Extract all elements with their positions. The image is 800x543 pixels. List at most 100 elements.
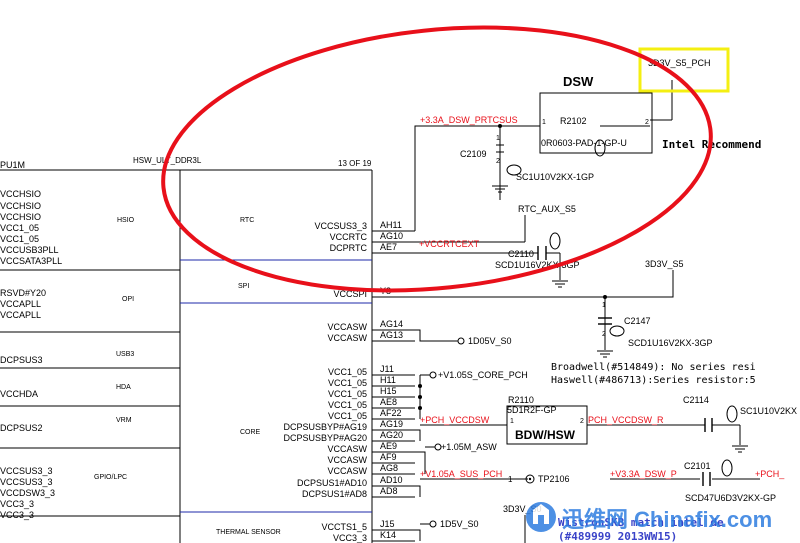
pin-number: AG10 (380, 231, 403, 241)
net-label: +VCCRTCEXT (419, 239, 480, 249)
left-pin: VCCAPLL (0, 310, 41, 320)
net-label: +V1.05A_SUS_PCH (420, 469, 502, 479)
right-pin-name: VCCASW (327, 466, 367, 476)
c2147-pin2: 2 (602, 331, 606, 338)
right-pin-name: VCCRTC (330, 232, 368, 242)
r2110-pin1: 1 (510, 418, 514, 425)
left-pin: VCCSUS3_3 (0, 477, 53, 487)
pin-number: AG13 (380, 330, 403, 340)
c2101-symbol (702, 472, 711, 486)
broadwell-note: Broadwell(#514849): No series resi (551, 362, 756, 373)
net-labels: +3.3A_DSW_PRTCSUS +VCCRTCEXT RTC_AUX_S5 … (419, 58, 785, 529)
right-pin-name: VCCSPI (333, 289, 367, 299)
right-pin-name: DCPSUSBYP#AG19 (283, 422, 367, 432)
c2114-value: SC1U10V2KX (740, 406, 797, 416)
group-label: SPI (238, 283, 249, 290)
right-pin-name: VCC3_3 (333, 533, 367, 543)
left-pin: VCC3_3 (0, 510, 34, 520)
r2110-body (506, 405, 588, 445)
group-label: USB3 (116, 351, 134, 358)
right-pin-name: VCCASW (327, 444, 367, 454)
right-pin-name: VCC1_05 (328, 367, 367, 377)
net-label: 1D5V_S0 (440, 519, 479, 529)
group-label: RTC (240, 217, 254, 224)
net-label: +PCH_ (755, 469, 785, 479)
net-label: 3D3V_S5 (645, 259, 684, 269)
tp2106-ref: TP2106 (538, 474, 570, 484)
left-pin: VCCSUS3_3 (0, 466, 53, 476)
watermark-en: Chinafix.com (634, 507, 772, 532)
c2110-value: SCD1U16V2KX-3GP (495, 260, 580, 270)
stamp-icon (506, 139, 738, 477)
pin-number: AG14 (380, 319, 403, 329)
connector-icon (457, 337, 465, 345)
pin-number: AE7 (380, 242, 397, 252)
pin-number: AD8 (380, 486, 398, 496)
pin-number: K14 (380, 530, 396, 540)
pin-number: H15 (380, 386, 397, 396)
highlight-box (638, 47, 730, 93)
c2109-value: SC1U10V2KX-1GP (516, 172, 594, 182)
pin-number: AD10 (380, 475, 403, 485)
group-label: GPIO/LPC (94, 474, 127, 481)
right-pin-name: VCCTS1_5 (321, 522, 367, 532)
group-label: THERMAL SENSOR (216, 529, 281, 536)
c2114-symbol (704, 418, 713, 432)
pin-number: H11 (380, 375, 396, 385)
group-label: VRM (116, 417, 132, 424)
wistron-note: WistronSKB match intel de (558, 516, 724, 529)
c2109-pin1: 1 (496, 135, 500, 142)
right-pin-name: VCCASW (327, 455, 367, 465)
net-label: 3D3V_S5_PCH (648, 58, 711, 68)
test-point-dot (528, 477, 532, 481)
pin-number: AG8 (380, 463, 398, 473)
annotations: DSW Intel Recommend BDW/HSW Broadwell(#5… (515, 74, 761, 543)
c2147-value: SCD1U16V2KX-3GP (628, 338, 713, 348)
net-label: +1.05M_ASW (441, 442, 497, 452)
net-label: 1D05V_S0 (468, 336, 512, 346)
r2102-pin1: 1 (542, 119, 546, 126)
c2147-pin1: 1 (602, 302, 606, 309)
wistron-note-2: (#489999 2013WW15) (558, 530, 677, 543)
right-pin-name: DCPRTC (330, 243, 368, 253)
right-pin-name: VCCASW (327, 333, 367, 343)
net-label: +PCH_VCCDSW (420, 415, 490, 425)
net-label: +V1.05S_CORE_PCH (438, 370, 528, 380)
c2109-ref: C2109 (460, 149, 487, 159)
pin-number: AE9 (380, 441, 397, 451)
connector-icon (434, 443, 442, 451)
ic-refdes: PU1M (0, 160, 25, 170)
ground-icon (597, 350, 613, 358)
c2147-symbol (598, 317, 612, 325)
left-pin: VCCAPLL (0, 299, 41, 309)
r2102-ref: R2102 (560, 116, 587, 126)
left-pin: VCCHSIO (0, 212, 41, 222)
bdw-hsw-label: BDW/HSW (515, 428, 576, 442)
group-label: CORE (240, 429, 261, 436)
ground-icon (552, 280, 568, 288)
c2101-ref: C2101 (684, 461, 711, 471)
right-pin-name: DCPSUS1#AD10 (297, 478, 367, 488)
group-label: HDA (116, 384, 131, 391)
net-label: 3D3V_S0 (503, 504, 542, 514)
net-label: PCH_VCCDSW_R (588, 415, 664, 425)
left-pin: VCCUSB3PLL (0, 245, 59, 255)
left-pin: VCC1_05 (0, 234, 39, 244)
pin-number: AF22 (380, 408, 402, 418)
group-label: OPI (122, 296, 134, 303)
connector-icon (429, 520, 437, 528)
right-pin-name: VCCASW (327, 322, 367, 332)
components: R2102 0R0603-PAD-1-GP-U 1 2 C2109 SC1U10… (418, 116, 797, 528)
c2101-value: SCD47U6D3V2KX-GP (685, 493, 776, 503)
right-pin-name: VCC1_05 (328, 389, 367, 399)
r2110-ref: R2110 (508, 395, 534, 405)
dsw-label: DSW (563, 74, 594, 89)
r2102-value: 0R0603-PAD-1-GP-U (541, 138, 627, 148)
pin-number: J11 (380, 364, 394, 374)
left-pin: VCCSATA3PLL (0, 256, 62, 266)
connector-icon (429, 371, 437, 379)
right-pin-name: DCPSUSBYP#AG20 (283, 433, 367, 443)
ic-symbol: PU1M HSW_ULT_DDR3L 13 OF 19 HSIO OPI USB… (0, 156, 415, 543)
c2109-pin2: 2 (496, 158, 500, 165)
